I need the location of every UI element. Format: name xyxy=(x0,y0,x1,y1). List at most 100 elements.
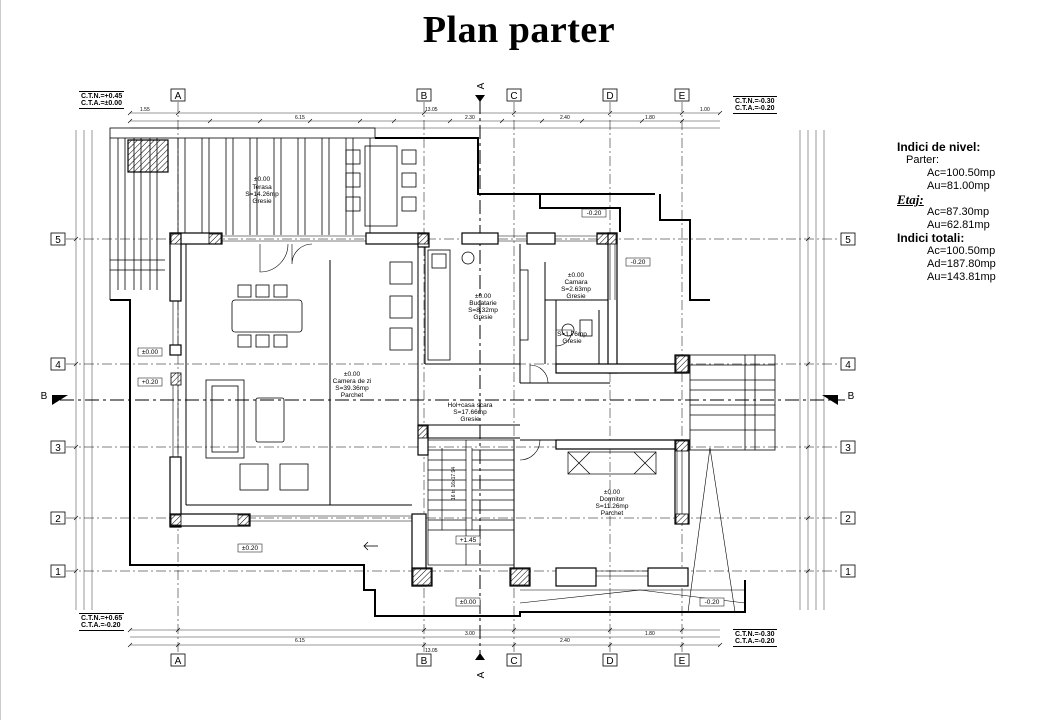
axis-label-2: 2 xyxy=(55,514,61,525)
parter-au: Au=81.00mp xyxy=(927,180,990,192)
room-name: Dormitor xyxy=(600,496,626,503)
bedroom-furniture xyxy=(567,451,657,475)
page-title: Plan parter xyxy=(422,9,616,51)
axis-label-4-right: 4 xyxy=(845,360,851,371)
total-au: Au=143.81mp xyxy=(927,271,996,283)
room-finish: Parchet xyxy=(341,392,364,399)
kitchen-furniture xyxy=(427,249,593,361)
slopes xyxy=(519,447,746,613)
dim-bottom-d: 1.80 xyxy=(645,631,655,637)
living-furniture xyxy=(205,261,413,491)
axis-grid xyxy=(66,102,840,652)
dim-top-d: 1.80 xyxy=(645,115,655,121)
section-label-a-bottom: A xyxy=(476,671,487,678)
room-area: S=17.66mp xyxy=(453,409,487,416)
ctn-value: C.T.N.=-0.30 xyxy=(735,631,775,638)
level-mark-bottom-left: C.T.N.=+0.65 C.T.A.=-0.20 xyxy=(79,613,125,631)
dim-bottom-c: 2.40 xyxy=(560,638,570,644)
building-outline xyxy=(110,137,746,617)
staircase xyxy=(427,439,515,566)
level-mark: -0.20 xyxy=(587,210,602,217)
plan-level-marks: ±0.00 +0.20 ±0.20 -0.20 -0.20 +1.45 ±0.0… xyxy=(137,208,725,607)
axis-label-b: B xyxy=(421,91,428,102)
room-finish: Gresie xyxy=(460,416,480,423)
room-level: ±0.00 xyxy=(604,489,621,496)
entrance-arrow-icon xyxy=(363,541,378,551)
section-label-a-top: A xyxy=(476,82,487,89)
section-arrow-icon xyxy=(475,95,485,102)
dim-top-c: 2.40 xyxy=(560,115,570,121)
room-area: S=11.26mp xyxy=(596,503,629,510)
room-finish: Gresie xyxy=(562,338,582,345)
room-finish: Gresie xyxy=(566,293,586,300)
room-name: Hol+casa scara xyxy=(448,402,493,409)
axis-label-b-bottom: B xyxy=(421,656,428,667)
ctn-value: C.T.N.=+0.45 xyxy=(81,93,123,100)
dim-top-a: 6.15 xyxy=(295,115,305,121)
level-mark: +1.45 xyxy=(460,537,477,544)
section-label-b-left: B xyxy=(41,391,48,402)
section-lines xyxy=(60,100,845,655)
room-level: ±0.00 xyxy=(344,371,361,378)
dim-top-b: 2.30 xyxy=(465,115,475,121)
section-arrow-icon xyxy=(52,395,68,405)
room-hol: Hol+casa scara S=17.66mp Gresie xyxy=(448,402,493,423)
room-name: Camara xyxy=(564,279,588,286)
level-mark: +0.20 xyxy=(142,379,159,386)
axis-label-c: C xyxy=(510,91,517,102)
cta-value: C.T.A.=-0.20 xyxy=(735,638,775,645)
indices-panel: Indici de nivel: Parter: Ac=100.50mp Au=… xyxy=(897,141,1032,284)
axis-label-5: 5 xyxy=(55,235,61,246)
level-mark: -0.20 xyxy=(631,259,646,266)
cta-value: C.T.A.=-0.20 xyxy=(735,105,775,112)
axis-label-3: 3 xyxy=(55,443,61,454)
axis-label-a: A xyxy=(175,91,182,102)
room-level: ±0.00 xyxy=(254,176,271,183)
parter-ac: Ac=100.50mp xyxy=(927,167,996,179)
dim-bottom-overall: 13.05 xyxy=(425,648,438,654)
axis-label-d-bottom: D xyxy=(606,656,613,667)
wall-hatches xyxy=(170,233,689,586)
room-area: S=8.32mp xyxy=(468,307,498,314)
terrace-table xyxy=(345,145,417,227)
axis-label-5-right: 5 xyxy=(845,235,851,246)
room-name: Camera de zi xyxy=(333,378,372,385)
room-dormitor: ±0.00 Dormitor S=11.26mp Parchet xyxy=(596,489,629,517)
total-ad: Ad=187.80mp xyxy=(927,258,996,270)
dimension-ticks xyxy=(73,110,811,648)
interior-walls xyxy=(185,244,610,568)
row-axis-labels: 5 4 3 2 1 5 4 3 2 1 xyxy=(50,232,856,578)
axis-label-e-bottom: E xyxy=(679,656,686,667)
cta-value: C.T.A.=-0.20 xyxy=(81,622,121,629)
room-level: ±0.00 xyxy=(568,272,585,279)
room-name: Bucatarie xyxy=(469,300,497,307)
dim-bottom-b: 3.00 xyxy=(465,631,475,637)
room-level: ±0.00 xyxy=(475,293,492,300)
dimension-texts: 1.55 13.05 1.00 6.15 2.30 2.40 1.80 6.15… xyxy=(140,107,710,654)
dim-bottom-a: 6.15 xyxy=(295,638,305,644)
axis-label-4: 4 xyxy=(55,360,61,371)
level-mark-top-right: C.T.N.=-0.30 C.T.A.=-0.20 xyxy=(733,96,777,114)
parter-label: Parter: xyxy=(906,154,940,166)
axis-label-e: E xyxy=(679,91,686,102)
indices-heading: Indici de nivel: xyxy=(897,140,981,154)
room-area: S=14.26mp xyxy=(245,191,279,198)
etaj-au: Au=62.81mp xyxy=(927,219,990,231)
level-mark: ±0.20 xyxy=(242,545,259,552)
room-terasa: ±0.00 Terasa S=14.26mp Gresie xyxy=(245,176,279,205)
pergola xyxy=(109,127,376,300)
column-axis-labels: A B C D E A B C D E xyxy=(170,88,690,667)
level-mark: ±0.00 xyxy=(460,599,477,606)
room-camara: ±0.00 Camara S=2.63mp Gresie xyxy=(561,272,591,300)
section-label-b-right: B xyxy=(848,391,855,402)
room-camera-de-zi: ±0.00 Camera de zi S=39.36mp Parchet xyxy=(333,371,372,399)
axis-label-3-right: 3 xyxy=(845,443,851,454)
etaj-ac: Ac=87.30mp xyxy=(927,206,990,218)
room-finish: Gresie xyxy=(252,198,272,205)
ctn-value: C.T.N.=+0.65 xyxy=(81,615,123,622)
windows xyxy=(172,235,683,577)
room-area: S=1.76mp xyxy=(557,331,587,338)
cta-value: C.T.A.=±0.00 xyxy=(81,100,122,107)
level-mark-bottom-right: C.T.N.=-0.30 C.T.A.=-0.20 xyxy=(733,629,777,647)
